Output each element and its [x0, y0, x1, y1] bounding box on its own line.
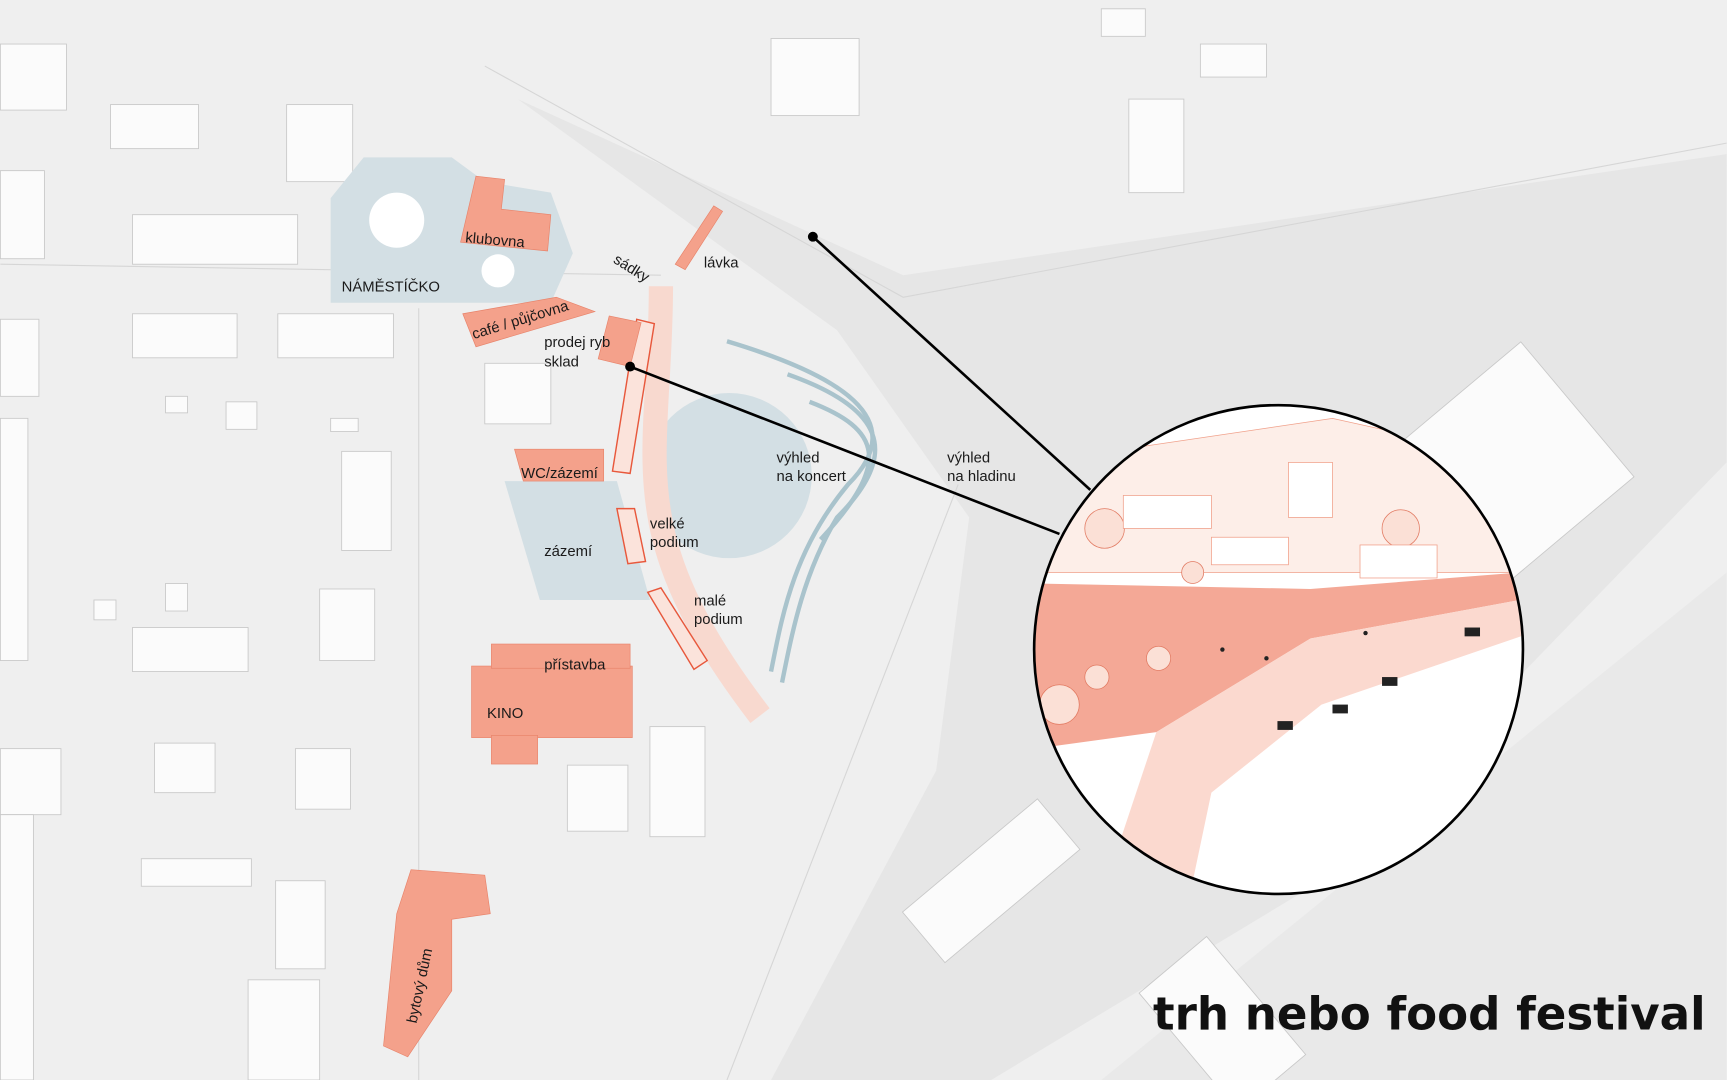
pointer-line-2	[629, 365, 1060, 536]
label-wc: WC/zázemí	[521, 466, 599, 482]
stalls	[611, 318, 709, 671]
label-zazemi: zázemí	[544, 544, 593, 560]
promenade	[642, 286, 770, 723]
label-na-hladinu: na hladinu	[947, 469, 1016, 485]
zazemi-area	[504, 481, 650, 600]
label-pristavba: přístavba	[544, 657, 606, 673]
label-namesticko: NÁMĚSTÍČKO	[342, 279, 440, 296]
label-velke-podium: podium	[650, 535, 699, 551]
label-lavka: lávka	[704, 256, 739, 272]
label-vyhled-koncert: výhled	[777, 450, 820, 466]
pointer-dot-1	[807, 231, 818, 242]
label-sklad: sklad	[544, 355, 579, 371]
diagram-title: trh nebo food festival	[1153, 987, 1706, 1040]
label-velke: velké	[650, 516, 685, 532]
concert-area	[646, 393, 812, 559]
label-na-koncert: na koncert	[777, 469, 847, 485]
pointer-dot-2	[625, 361, 636, 372]
fountain-large	[369, 192, 425, 248]
label-prodej-ryb: prodej ryb	[544, 335, 610, 351]
label-klubovna: klubovna	[465, 230, 526, 251]
fountain-small	[481, 254, 515, 288]
label-male-podium: podium	[694, 612, 743, 628]
inset-frame	[1032, 403, 1525, 896]
buildings	[0, 8, 1635, 1080]
proposed-buildings	[383, 175, 724, 1058]
label-vyhled-hladina: výhled	[947, 450, 990, 466]
riverside-road	[484, 65, 1727, 298]
embankment	[726, 484, 959, 1080]
riverside-terraces	[726, 339, 878, 684]
label-male: malé	[694, 594, 726, 610]
label-kino: KINO	[487, 706, 523, 722]
pointer-line-1	[811, 235, 1092, 491]
